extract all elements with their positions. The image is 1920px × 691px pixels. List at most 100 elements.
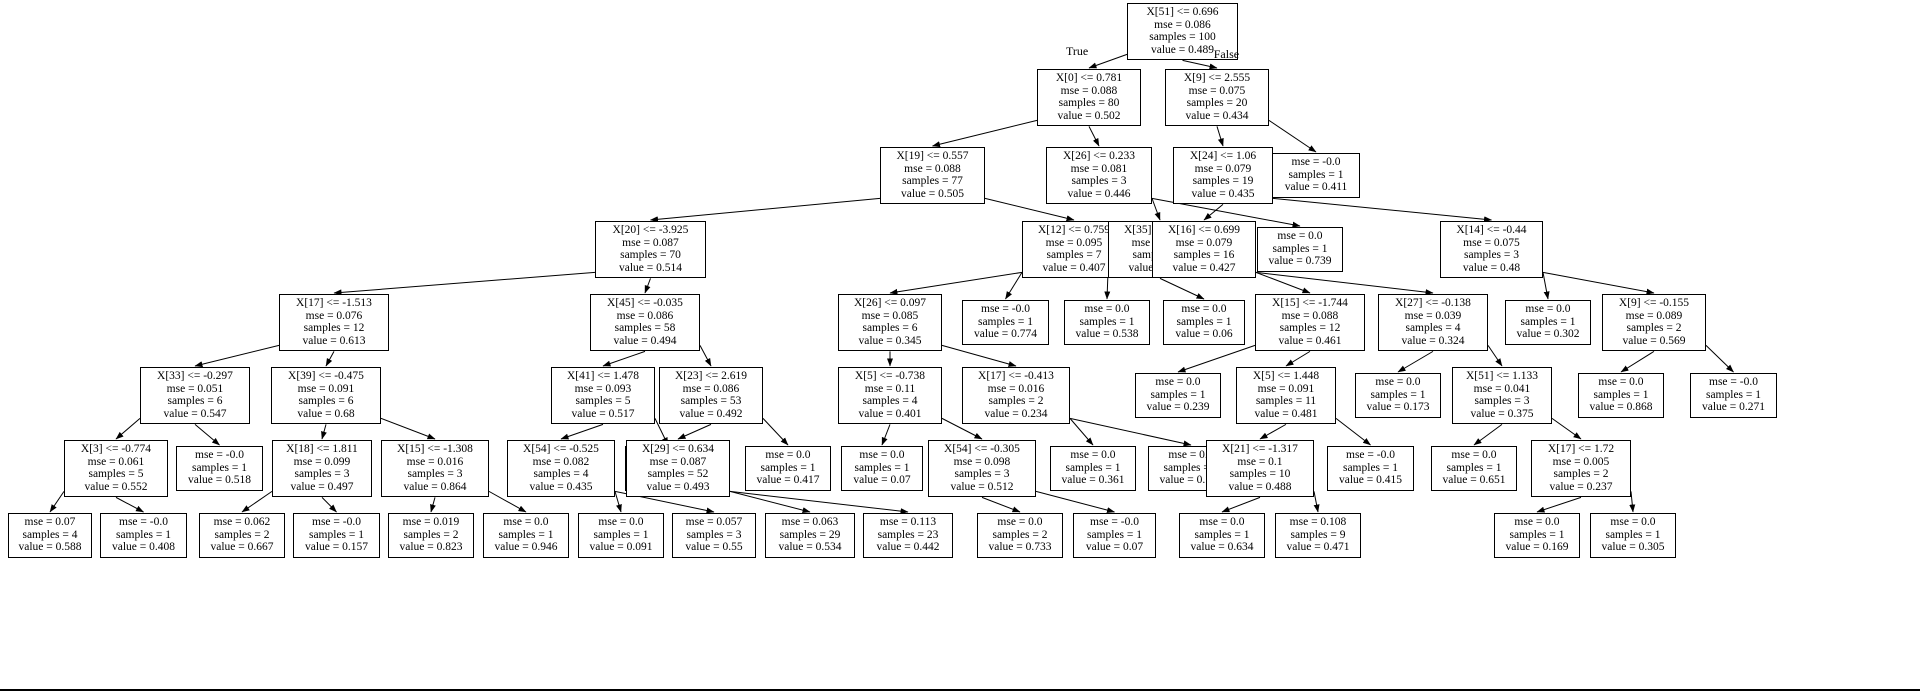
node-line: value = 0.514 [618, 261, 682, 274]
node-line: mse = 0.113 [879, 516, 937, 528]
node-line: samples = 3 [954, 468, 1010, 481]
node-line: samples = 1 [977, 315, 1034, 328]
tree-edge [699, 345, 712, 367]
node-line: X[0] <= 0.781 [1055, 72, 1123, 84]
node-line: samples = 16 [1173, 249, 1235, 262]
node-line: mse = -0.0 [195, 449, 244, 461]
tree-edge [1335, 417, 1371, 446]
tree-edge [194, 344, 280, 368]
node-line: X[54] <= -0.525 [523, 443, 599, 455]
tree-edge [1397, 350, 1434, 373]
node-line: mse = 0.087 [622, 236, 679, 249]
node-line: mse = 0.079 [1194, 162, 1252, 175]
tree-edge [1551, 417, 1582, 440]
node-line: X[17] <= -1.513 [296, 297, 372, 309]
node-line: mse = -0.0 [119, 516, 168, 528]
node-line: X[19] <= 0.557 [896, 150, 969, 162]
tree-edge [49, 491, 65, 513]
node-line: X[9] <= -0.155 [1618, 297, 1690, 309]
node-line: mse = 0.076 [305, 309, 363, 322]
node-line: mse = -0.0 [312, 516, 361, 528]
node-line: samples = 1 [1593, 388, 1649, 401]
node-line: mse = 0.075 [1188, 84, 1246, 97]
tree-edge [560, 423, 604, 440]
node-line: mse = 0.016 [406, 455, 464, 468]
node-line: X[51] <= 1.133 [1465, 370, 1539, 382]
node-line: X[33] <= -0.297 [157, 370, 233, 382]
node-line: samples = 1 [1509, 528, 1565, 541]
node-line: samples = 1 [1288, 168, 1344, 181]
node-line: samples = 12 [303, 322, 365, 335]
node-line: X[18] <= 1.811 [286, 443, 358, 455]
node-line: value = 0.55 [685, 541, 743, 554]
node-line: mse = 0.005 [1552, 455, 1610, 468]
tree-edge [614, 491, 622, 513]
node-line: mse = 0.091 [1257, 382, 1315, 395]
tree-edge [1473, 423, 1503, 446]
node-line: samples = 1 [1272, 242, 1328, 255]
tree-edge [325, 351, 335, 367]
tree-edge [1259, 423, 1287, 440]
node-line: value = 0.494 [613, 334, 677, 347]
tree-edge [1182, 59, 1218, 70]
node-line: X[23] <= 2.619 [674, 370, 748, 382]
tree-edge [1268, 119, 1317, 153]
node-line: X[54] <= -0.305 [944, 443, 1020, 455]
node-line: value = 0.588 [18, 541, 82, 554]
node-line: value = 0.538 [1075, 328, 1139, 341]
node-line: value = 0.48 [1462, 261, 1521, 274]
node-line: X[29] <= 0.634 [641, 443, 715, 455]
node-line: mse = 0.088 [904, 162, 961, 175]
node-line: value = 0.435 [529, 480, 593, 493]
node-line: value = 0.239 [1146, 401, 1210, 414]
node-line: X[27] <= -0.138 [1395, 297, 1471, 309]
node-line: mse = 0.091 [297, 382, 355, 395]
node-line: samples = 3 [407, 468, 463, 481]
node-line: samples = 53 [680, 395, 742, 408]
node-line: mse = 0.086 [682, 382, 740, 395]
tree-edge [1272, 197, 1492, 223]
node-line: samples = 70 [620, 249, 681, 262]
tree-edge [729, 490, 909, 515]
node-line: mse = 0.0 [1168, 449, 1214, 461]
node-line: mse = 0.098 [953, 455, 1011, 468]
node-line: samples = 5 [88, 468, 144, 481]
tree-edge [889, 271, 1023, 295]
tree-edge [1542, 271, 1655, 295]
tree-edge [644, 278, 651, 294]
node-line: value = 0.157 [304, 541, 368, 554]
node-line: mse = 0.0 [765, 449, 811, 461]
node-line: value = 0.493 [646, 480, 710, 493]
node-line: value = 0.06 [1175, 328, 1233, 341]
node-line: samples = 52 [647, 468, 709, 481]
tree-edge [1005, 272, 1023, 300]
node-line: mse = 0.016 [987, 382, 1045, 395]
node-line: X[45] <= -0.035 [607, 297, 683, 309]
node-line: value = 0.489 [1150, 43, 1214, 56]
node-line: value = 0.408 [111, 541, 175, 554]
node-line: samples = 1 [1086, 528, 1143, 541]
